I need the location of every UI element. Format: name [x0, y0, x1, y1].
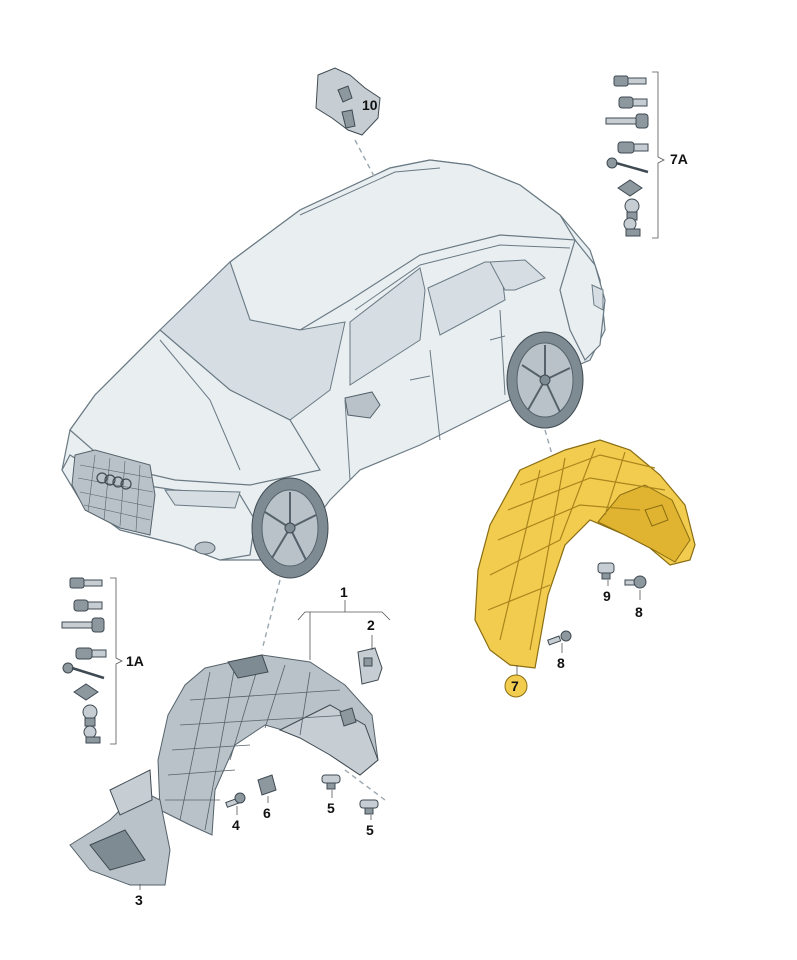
- screw-icon: [61, 617, 105, 633]
- screw-part-4: 4: [225, 792, 246, 833]
- callout-7-badge: 7: [504, 665, 528, 698]
- front-wheel: [251, 477, 329, 579]
- callout-7: 7: [511, 678, 519, 694]
- callout-9: 9: [603, 588, 611, 604]
- splash-shield-part-3: 3: [69, 769, 171, 908]
- clip-part-9: 9: [597, 562, 615, 604]
- callout-2: 2: [367, 617, 375, 633]
- leader-clip-5: [344, 769, 386, 801]
- callout-3: 3: [135, 892, 143, 908]
- screw-icon: [613, 75, 647, 87]
- callout-7A: 7A: [670, 151, 688, 167]
- screw-icon: [617, 141, 649, 154]
- callout-8a: 8: [635, 604, 643, 620]
- callout-6: 6: [263, 805, 271, 821]
- screw-icon: [75, 647, 107, 660]
- screw-icon: [618, 96, 648, 109]
- clip-part-5-a: 5: [321, 774, 341, 816]
- callout-1: 1: [340, 584, 348, 600]
- screw-icon: [69, 577, 103, 589]
- leader-bracket-10: [354, 139, 376, 179]
- brand-rings-logo: [96, 472, 132, 490]
- clip-icon: [623, 217, 641, 237]
- screw-kit-7A: 7A: [605, 71, 688, 239]
- clip-icon: [617, 179, 643, 197]
- rear-wheel-housing-liner-highlighted: [474, 439, 696, 669]
- clip-part-2: 2: [357, 617, 383, 685]
- callout-1A: 1A: [126, 653, 144, 669]
- leader-front-liner: [261, 579, 281, 651]
- vehicle-illustration: [61, 159, 606, 579]
- rear-wheel: [506, 331, 584, 429]
- front-wheel-housing-liner: [157, 654, 379, 836]
- screw-part-8-a: 8: [624, 575, 647, 620]
- screw-kit-1A: 1A: [61, 577, 144, 745]
- callout-8b: 8: [557, 655, 565, 671]
- nut-part-6: 6: [257, 774, 277, 821]
- bracket-part-10: 10: [315, 67, 381, 136]
- clip-part-5-b: 5: [359, 799, 379, 838]
- callout-10: 10: [362, 97, 378, 113]
- screw-icon: [605, 113, 649, 129]
- pin-icon: [62, 662, 105, 680]
- callout-5b: 5: [366, 822, 374, 838]
- clip-icon: [83, 725, 101, 744]
- callout-5a: 5: [327, 800, 335, 816]
- screw-icon: [73, 599, 103, 612]
- pin-icon: [606, 157, 649, 174]
- clip-icon: [73, 683, 99, 701]
- clip-icon: [624, 198, 640, 221]
- callout-4: 4: [232, 817, 240, 833]
- screw-part-8-b: 8: [547, 630, 572, 671]
- callout-1-bracket: [297, 611, 391, 621]
- grille-mesh: [77, 454, 154, 532]
- clip-icon: [82, 704, 98, 727]
